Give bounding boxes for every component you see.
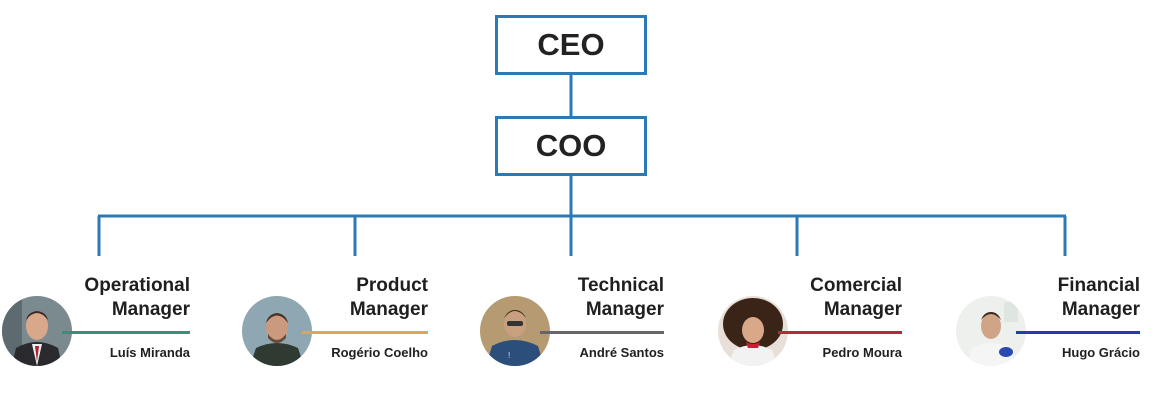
manager-title: Operational Manager (84, 274, 190, 322)
manager-card-technical: ! Technical Manager André Santos (480, 272, 664, 382)
manager-card-financial: Financial Manager Hugo Grácio (956, 272, 1140, 382)
ceo-label: CEO (537, 27, 604, 63)
manager-name: Hugo Grácio (1062, 345, 1140, 360)
manager-title: Product Manager (350, 274, 428, 322)
manager-name: Luís Miranda (110, 345, 190, 360)
manager-card-operational: Operational Manager Luís Miranda (2, 272, 190, 382)
manager-title: Technical Manager (578, 274, 664, 322)
accent-underline (1016, 331, 1140, 334)
accent-underline (778, 331, 902, 334)
manager-title: Financial Manager (1058, 274, 1140, 322)
coo-label: COO (536, 128, 607, 164)
manager-name: André Santos (579, 345, 664, 360)
manager-card-product: Product Manager Rogério Coelho (242, 272, 428, 382)
accent-underline (540, 331, 664, 334)
coo-box: COO (495, 116, 647, 176)
manager-name: Rogério Coelho (331, 345, 428, 360)
manager-name: Pedro Moura (823, 345, 902, 360)
accent-underline (62, 331, 190, 334)
manager-card-comercial: Comercial Manager Pedro Moura (718, 272, 902, 382)
manager-title: Comercial Manager (810, 274, 902, 322)
svg-text:!: ! (508, 351, 510, 360)
accent-underline (302, 331, 428, 334)
ceo-box: CEO (495, 15, 647, 75)
